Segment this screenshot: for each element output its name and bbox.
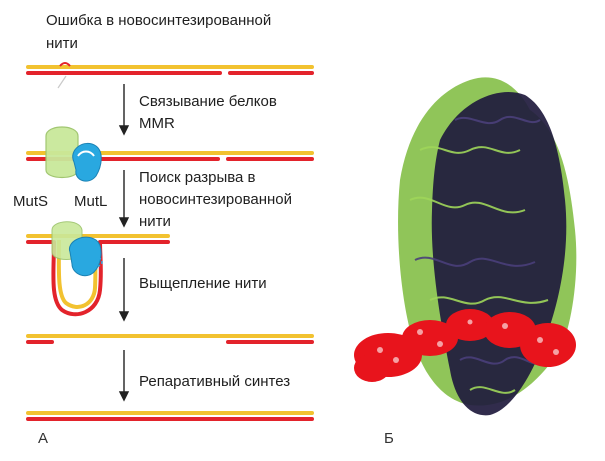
step2-label-line2: MMR bbox=[139, 115, 175, 132]
step4-label: Выщепление нити bbox=[139, 275, 267, 292]
muts-label: MutS bbox=[13, 193, 49, 210]
mutl-label: MutL bbox=[74, 193, 108, 210]
protein-structure-model bbox=[354, 77, 577, 416]
step3-label-line1: Поиск разрыва в bbox=[139, 169, 256, 186]
step1-duplex bbox=[26, 62, 314, 89]
step2-label-line1: Связывание белков bbox=[139, 93, 277, 110]
step3-label-line3: нити bbox=[139, 213, 171, 230]
mutl-protein-shape bbox=[72, 142, 102, 182]
step3-label-line2: новосинтезированной bbox=[139, 191, 293, 208]
step5-label: Репаративный синтез bbox=[139, 373, 291, 390]
panel-a-label: А bbox=[38, 430, 49, 447]
step3-loop bbox=[26, 221, 170, 317]
step1-label-line1: Ошибка в новосинтезированной bbox=[46, 12, 272, 29]
step1-label-line2: нити bbox=[46, 35, 78, 52]
mismatch-mark bbox=[59, 62, 71, 67]
step4-duplex bbox=[26, 334, 314, 344]
step-arrows bbox=[118, 84, 130, 402]
mismatch-pointer bbox=[57, 75, 67, 89]
step5-duplex bbox=[26, 411, 314, 421]
panel-b-label: Б bbox=[384, 430, 394, 447]
dna-model bbox=[354, 309, 576, 382]
